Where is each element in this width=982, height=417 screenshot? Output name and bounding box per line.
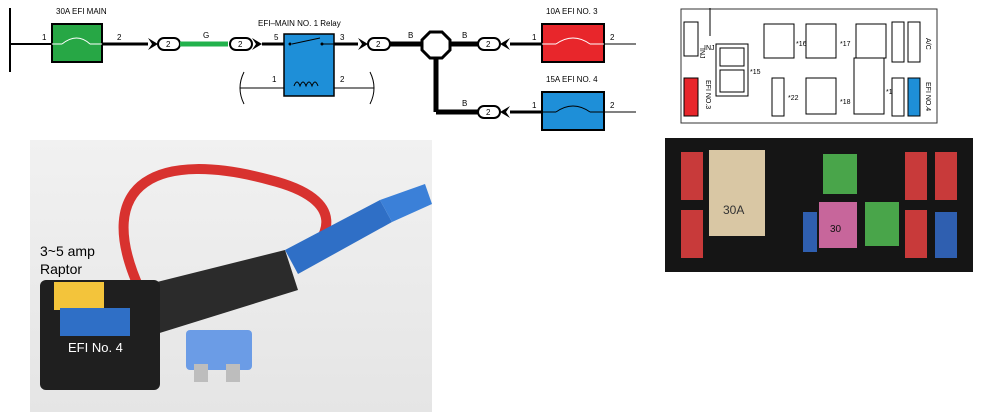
svg-text:B: B bbox=[408, 31, 413, 40]
connector-2a-label: 2 bbox=[166, 40, 171, 49]
fuse-10a-5 bbox=[905, 210, 927, 258]
fuse-box-photo: 30A 30 bbox=[665, 138, 973, 272]
connector-arrow bbox=[148, 38, 158, 50]
fuse-efi3-diagram bbox=[683, 77, 699, 117]
svg-text:*16: *16 bbox=[796, 41, 807, 48]
connector-2b bbox=[229, 37, 253, 51]
efi4-photo-label: EFI No. 4 bbox=[68, 340, 123, 355]
svg-text:*15: *15 bbox=[750, 69, 761, 76]
svg-text:B: B bbox=[462, 31, 467, 40]
fuse-30-pink bbox=[819, 202, 857, 248]
fuse-30a bbox=[709, 150, 765, 236]
fuse-box-photo-illustration: 30A 30 bbox=[681, 150, 957, 258]
fuse-green-2 bbox=[865, 202, 899, 246]
svg-text:*22: *22 bbox=[788, 95, 799, 102]
raptor-label: 3~5 amp Raptor bbox=[40, 243, 95, 277]
svg-text:INJ: INJ bbox=[698, 48, 705, 59]
relay-title: EFI–MAIN NO. 1 Relay bbox=[258, 19, 341, 28]
efi4-title: 15A EFI NO. 4 bbox=[546, 75, 598, 84]
svg-text:30: 30 bbox=[830, 224, 842, 235]
svg-text:1: 1 bbox=[532, 33, 537, 42]
svg-text:*18: *18 bbox=[840, 99, 851, 106]
svg-text:1: 1 bbox=[272, 75, 277, 84]
junction-splice bbox=[420, 30, 452, 60]
svg-text:B: B bbox=[462, 99, 467, 108]
svg-text:2: 2 bbox=[610, 101, 615, 110]
efi3-fuse bbox=[541, 23, 605, 63]
svg-text:2: 2 bbox=[340, 75, 345, 84]
fuse-10a-4 bbox=[935, 152, 957, 200]
svg-text:1: 1 bbox=[532, 101, 537, 110]
efi-main-pin1: 1 bbox=[42, 33, 47, 42]
relay-box bbox=[283, 33, 335, 97]
efi-main-fuse bbox=[51, 23, 103, 63]
svg-text:2: 2 bbox=[486, 40, 491, 49]
fuse-efi4-diagram bbox=[907, 77, 921, 117]
svg-text:2: 2 bbox=[376, 40, 381, 49]
svg-text:EFI NO.3: EFI NO.3 bbox=[704, 80, 711, 109]
svg-text:30A: 30A bbox=[723, 203, 744, 217]
svg-text:EFI NO.4: EFI NO.4 bbox=[924, 82, 931, 111]
fuse-10a-2 bbox=[681, 210, 703, 258]
add-a-fuse-photo bbox=[30, 140, 432, 412]
efi4-fuse bbox=[541, 91, 605, 131]
add-a-fuse-illustration bbox=[40, 164, 432, 390]
connector-2b-label: 2 bbox=[238, 40, 243, 49]
fuse-green-1 bbox=[823, 154, 857, 194]
svg-text:2: 2 bbox=[610, 33, 615, 42]
fuse-15a-2 bbox=[935, 212, 957, 258]
fuse-10a-3 bbox=[905, 152, 927, 200]
svg-text:5: 5 bbox=[274, 33, 279, 42]
svg-text:2: 2 bbox=[486, 108, 491, 117]
fuse-15a-1 bbox=[803, 212, 817, 252]
fuse-10a-1 bbox=[681, 152, 703, 200]
svg-text:A/C: A/C bbox=[924, 38, 931, 50]
svg-text:INJ: INJ bbox=[704, 45, 715, 52]
svg-text:*17: *17 bbox=[840, 41, 851, 48]
efi-main-pin2: 2 bbox=[117, 33, 122, 42]
efi-main-title: 30A EFI MAIN bbox=[56, 7, 107, 16]
fuse-box-diagram: INJ EFI NO.3 INJ *15 *16 *17 *18 *19 *22… bbox=[680, 8, 938, 124]
wiring-diagram: 30A EFI MAIN 1 2 2 G 2 EFI–MAIN NO. 1 Re… bbox=[9, 7, 636, 131]
wire-g-label: G bbox=[203, 31, 209, 40]
svg-text:3: 3 bbox=[340, 33, 345, 42]
svg-text:*19: *19 bbox=[886, 89, 897, 96]
efi3-title: 10A EFI NO. 3 bbox=[546, 7, 598, 16]
